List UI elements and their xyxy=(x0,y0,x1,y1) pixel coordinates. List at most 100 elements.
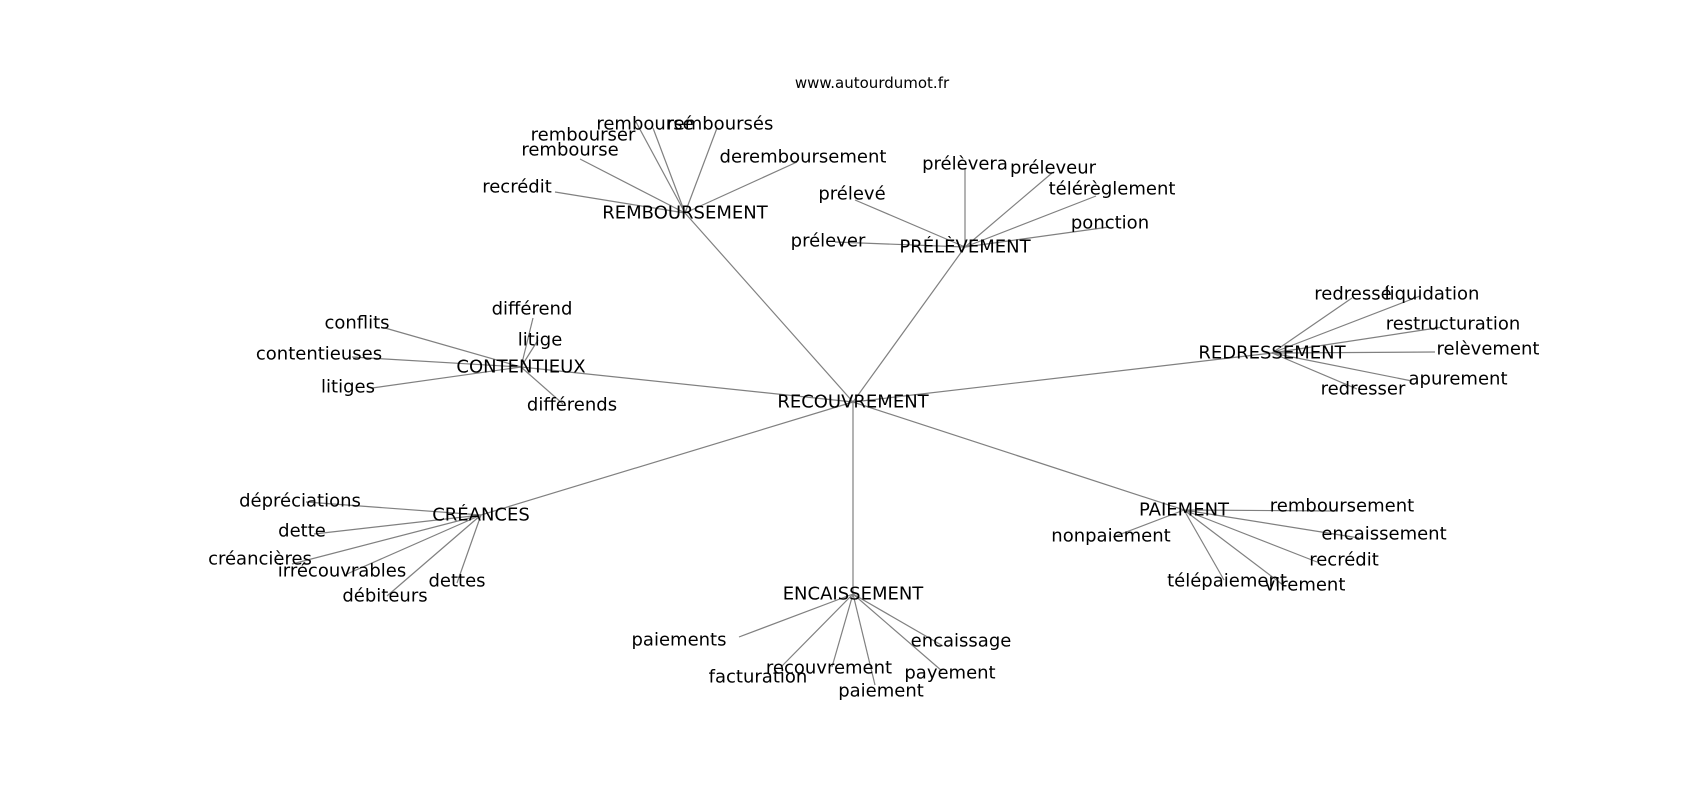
leaf-node-paiement-recredit[interactable]: recrédit xyxy=(1309,550,1379,571)
edge-contentieux-litiges xyxy=(371,366,522,389)
leaf-node-creances-creancieres[interactable]: créancières xyxy=(208,549,312,570)
edge-prelevement-prelever xyxy=(834,241,966,248)
edge-contentieux-conflits xyxy=(384,327,522,368)
leaf-node-remboursement-rembourser[interactable]: rembourser xyxy=(531,125,636,146)
leaf-node-redressement-redresse[interactable]: redressé xyxy=(1314,284,1391,305)
edge-remboursement-rembourse xyxy=(652,127,686,214)
leaf-node-remboursement-rembourses[interactable]: remboursés xyxy=(667,114,774,135)
leaf-node-paiement-encaissement[interactable]: encaissement xyxy=(1321,524,1446,545)
edge-creances-debiteurs xyxy=(386,514,482,597)
leaf-node-redressement-relevement[interactable]: relèvement xyxy=(1437,339,1540,360)
edge-paiement-remboursement xyxy=(1183,509,1337,512)
edge-contentieux-contentieuses xyxy=(351,356,522,368)
edge-remboursement-recredit xyxy=(554,191,686,214)
edge-paiement-nonpaiement xyxy=(1112,509,1185,538)
leaf-node-remboursement-recredit[interactable]: recrédit xyxy=(482,177,552,198)
leaf-node-paiement-virement[interactable]: virement xyxy=(1265,575,1346,596)
edge-creances-dettes xyxy=(456,514,482,584)
root-node-label[interactable]: RECOUVREMENT xyxy=(777,392,929,413)
edge-contentieux-differend xyxy=(520,317,534,368)
edge-encaissement-encaissage xyxy=(852,593,944,647)
graph-edges xyxy=(291,121,1444,686)
edge-prelevement-telereglement xyxy=(964,195,1097,248)
edge-contentieux-differends xyxy=(520,366,564,405)
edge-root-remboursement xyxy=(684,212,854,403)
leaf-node-redressement-restructuration[interactable]: restructuration xyxy=(1386,314,1521,335)
edge-remboursement-rembourser xyxy=(635,121,686,214)
leaf-node-contentieux-litige[interactable]: litige xyxy=(518,330,563,351)
edge-redressement-relevement xyxy=(1271,351,1436,354)
edge-remboursement-deremboursement xyxy=(684,161,798,214)
edge-prelevement-preleve xyxy=(854,199,966,248)
leaf-node-encaissement-paiements[interactable]: paiements xyxy=(632,630,727,651)
edge-remboursement-rembourses xyxy=(684,127,718,214)
edge-root-creances xyxy=(480,401,854,516)
edge-paiement-telepaiement xyxy=(1183,509,1225,581)
leaf-node-redressement-redresser[interactable]: redresser xyxy=(1321,379,1406,400)
edge-prelevement-preleveur xyxy=(964,172,1053,248)
edge-creances-depreciations xyxy=(305,501,482,516)
hub-node-paiement[interactable]: PAIEMENT xyxy=(1139,500,1230,521)
leaf-node-prelevement-telereglement[interactable]: télérèglement xyxy=(1049,179,1176,200)
leaf-node-encaissement-recouvrement[interactable]: recouvrement xyxy=(766,658,892,679)
hub-node-remboursement[interactable]: REMBOURSEMENT xyxy=(602,203,768,224)
hub-node-creances[interactable]: CRÉANCES xyxy=(432,504,530,526)
hub-node-redressement[interactable]: REDRESSEMENT xyxy=(1198,343,1346,364)
leaf-node-contentieux-differend[interactable]: différend xyxy=(492,299,573,320)
leaf-node-contentieux-differends[interactable]: différends xyxy=(527,395,617,416)
edge-redressement-redresser xyxy=(1271,352,1358,390)
leaf-node-contentieux-conflits[interactable]: conflits xyxy=(324,313,389,334)
leaf-node-creances-dette[interactable]: dette xyxy=(278,521,326,542)
edge-paiement-encaissement xyxy=(1183,509,1360,539)
edge-encaissement-recouvrement xyxy=(831,593,854,668)
edge-encaissement-paiement xyxy=(852,593,876,686)
edge-redressement-liquidation xyxy=(1271,295,1421,354)
leaf-node-redressement-liquidation[interactable]: liquidation xyxy=(1385,284,1480,305)
edge-encaissement-facturation xyxy=(780,593,854,668)
leaf-node-prelevement-preleveur[interactable]: préleveur xyxy=(1010,158,1097,179)
leaf-node-creances-debiteurs[interactable]: débiteurs xyxy=(342,586,427,607)
leaf-node-creances-irrecouvrables[interactable]: irrécouvrables xyxy=(278,561,406,582)
edge-root-paiement xyxy=(852,401,1185,511)
edge-paiement-recredit xyxy=(1183,509,1318,563)
edge-contentieux-litige xyxy=(520,339,539,368)
hub-node-contentieux[interactable]: CONTENTIEUX xyxy=(456,357,585,378)
hub-node-encaissement[interactable]: ENCAISSEMENT xyxy=(783,584,925,605)
edge-remboursement-rembourse xyxy=(579,158,686,214)
leaf-node-paiement-nonpaiement[interactable]: nonpaiement xyxy=(1051,526,1170,547)
leaf-node-prelevement-prelever[interactable]: prélever xyxy=(791,231,866,252)
edge-prelevement-ponction xyxy=(964,226,1110,248)
edge-redressement-redresse xyxy=(1271,297,1353,354)
leaf-node-encaissement-encaissage[interactable]: encaissage xyxy=(911,631,1012,652)
leaf-node-creances-depreciations[interactable]: dépréciations xyxy=(239,491,361,512)
leaf-node-contentieux-contentieuses[interactable]: contentieuses xyxy=(256,344,382,365)
edge-root-contentieux xyxy=(520,366,854,403)
hub-node-prelevement[interactable]: PRÉLÈVEMENT xyxy=(899,236,1031,258)
edge-creances-creancieres xyxy=(291,514,482,565)
edge-creances-irrecouvrables xyxy=(346,514,482,575)
leaf-node-encaissement-facturation[interactable]: facturation xyxy=(709,667,808,688)
leaf-node-remboursement-rembourse[interactable]: remboursé xyxy=(596,114,693,135)
leaf-node-prelevement-preleve[interactable]: prélevé xyxy=(818,184,885,205)
leaf-node-encaissement-payement[interactable]: payement xyxy=(904,663,995,684)
source-caption: www.autourdumot.fr xyxy=(795,74,950,92)
leaf-node-prelevement-ponction[interactable]: ponction xyxy=(1071,213,1149,234)
leaf-node-contentieux-litiges[interactable]: litiges xyxy=(321,377,375,398)
graph-labels: RECOUVREMENT REMBOURSEMENT recrédit rembour… xyxy=(208,114,1539,702)
leaf-node-paiement-telepaiement[interactable]: télépaiement xyxy=(1167,571,1287,592)
edge-creances-dette xyxy=(313,514,482,535)
leaf-node-remboursement-deremboursement[interactable]: deremboursement xyxy=(720,147,887,168)
edge-encaissement-paiements xyxy=(738,593,854,638)
leaf-node-redressement-apurement[interactable]: apurement xyxy=(1408,369,1507,390)
leaf-node-paiement-remboursement[interactable]: remboursement xyxy=(1270,496,1414,517)
leaf-node-remboursement-rembourse[interactable]: rembourse xyxy=(521,140,618,161)
edge-encaissement-payement xyxy=(852,593,943,672)
edge-root-prelevement xyxy=(852,246,966,403)
leaf-node-prelevement-prelevera[interactable]: prélèvera xyxy=(922,154,1008,175)
edge-paiement-virement xyxy=(1183,509,1284,586)
edge-root-redressement xyxy=(852,352,1273,403)
edge-redressement-restructuration xyxy=(1271,326,1444,354)
leaf-node-creances-dettes[interactable]: dettes xyxy=(428,571,485,592)
leaf-node-encaissement-paiement[interactable]: paiement xyxy=(838,681,924,702)
